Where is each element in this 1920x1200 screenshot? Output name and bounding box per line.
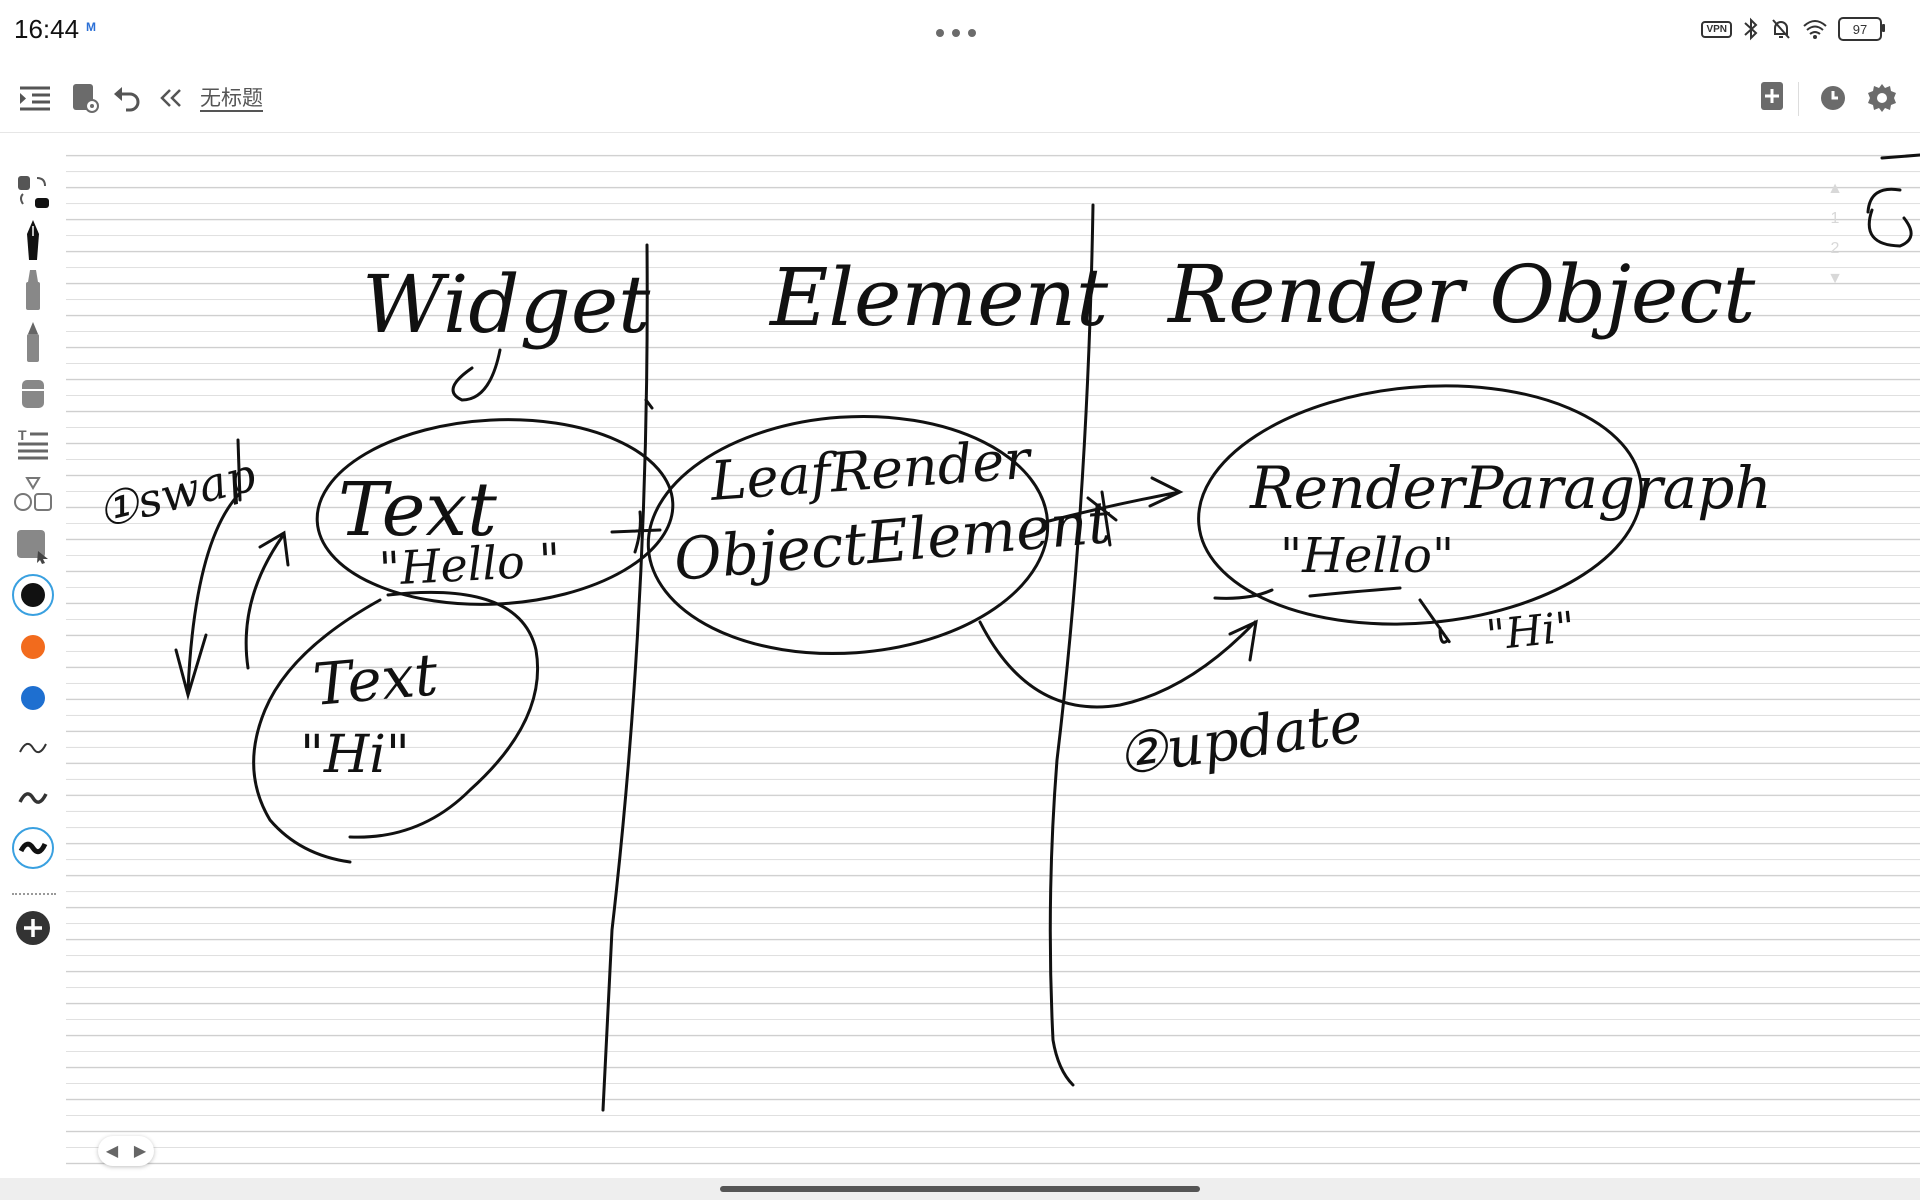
hi-1-label: "Hi" (300, 725, 410, 785)
rp-hi-hook (1418, 598, 1451, 644)
page-down-icon[interactable]: ▼ (1827, 270, 1843, 287)
history-icon[interactable] (1814, 70, 1852, 126)
heading-element: Element (768, 251, 1109, 344)
page-up-icon[interactable]: ▲ (1827, 180, 1843, 197)
undo-icon[interactable] (110, 70, 144, 126)
notebook-preview-icon[interactable] (68, 70, 102, 126)
outline-icon[interactable] (14, 70, 56, 126)
svg-text:T: T (18, 428, 27, 443)
settings-icon[interactable] (1862, 70, 1902, 126)
vpn-icon: VPN (1701, 20, 1732, 38)
divider-line-2 (1048, 203, 1095, 1087)
text-2-label: Text (310, 640, 441, 719)
sticky-mark (1866, 153, 1920, 248)
selected-color-ring (12, 574, 54, 616)
document-title[interactable]: 无标题 (200, 87, 263, 110)
text-1-label: Text (338, 467, 497, 553)
swap-arrow-up (244, 530, 290, 670)
more-options-dots-icon[interactable] (936, 24, 986, 37)
collapse-icon[interactable] (154, 70, 188, 126)
fountain-pen-icon[interactable] (10, 218, 56, 262)
add-tool-icon[interactable] (10, 906, 56, 950)
prev-page-icon[interactable]: ◀ (105, 1143, 119, 1160)
color-black[interactable] (10, 573, 56, 617)
update-arrow (978, 619, 1258, 709)
selected-stroke-ring (12, 827, 54, 869)
mail-notification-icon: M (86, 20, 96, 34)
render-paragraph-label: RenderParagraph (1249, 454, 1772, 522)
widget-hook (451, 348, 502, 402)
notebook-page[interactable] (66, 132, 1920, 1180)
rp-underline (1213, 586, 1402, 600)
update-label: ②update (1113, 690, 1367, 789)
swap-arrow-down (174, 491, 242, 701)
arrow-widget-element (610, 398, 662, 554)
color-orange[interactable] (10, 625, 56, 669)
pencil-icon[interactable] (10, 320, 56, 364)
text-tool-icon[interactable]: T (10, 422, 56, 466)
ellipse-render-paragraph (1197, 384, 1643, 626)
system-icons: VPN 97 (1701, 16, 1885, 42)
wifi-icon (1803, 20, 1827, 39)
eraser-icon[interactable] (10, 372, 56, 416)
add-page-icon[interactable] (1752, 70, 1792, 126)
mute-bell-icon (1772, 19, 1790, 39)
page-number-2: 2 (1830, 240, 1840, 257)
page-indicator[interactable]: ▲ 1 2 ▼ (1820, 168, 1850, 300)
color-swatch-orange (21, 635, 45, 659)
tool-sidebar: T (0, 160, 66, 960)
color-swatch-black (21, 583, 45, 607)
battery-icon: 97 (1838, 17, 1885, 41)
color-swatch-blue (21, 686, 45, 710)
home-indicator[interactable] (720, 1186, 1200, 1192)
hello-2-label: "Hello" (1280, 528, 1454, 584)
stroke-thin-icon[interactable] (10, 726, 56, 770)
next-page-icon[interactable]: ▶ (133, 1143, 147, 1160)
status-bar: 16:44 M VPN 97 (0, 0, 1920, 60)
bluetooth-icon (1744, 17, 1758, 41)
status-time: 16:44 (14, 14, 80, 44)
image-insert-icon[interactable] (10, 524, 56, 568)
hello-1-label: "Hello " (378, 533, 562, 596)
swap-tick (236, 438, 242, 502)
shapes-icon[interactable] (10, 472, 56, 516)
hi-2-label: "Hi" (1484, 602, 1577, 660)
page-nav-control[interactable]: ◀ ▶ (98, 1136, 154, 1166)
ellipse-text-hi (252, 590, 540, 864)
marker-icon[interactable] (10, 268, 56, 312)
page-number-1: 1 (1830, 210, 1840, 227)
toolbar-divider (1798, 82, 1799, 116)
sidebar-separator (12, 893, 56, 895)
divider-line-1 (601, 243, 649, 1112)
swap-label: ①swap (92, 447, 261, 538)
stroke-thick-icon[interactable] (10, 826, 56, 870)
heading-widget: Widget (362, 258, 651, 351)
color-blue[interactable] (10, 676, 56, 720)
stroke-medium-icon[interactable] (10, 776, 56, 820)
heading-render-object: Render Object (1166, 248, 1756, 341)
lasso-tool-icon[interactable] (10, 170, 56, 214)
arrow-element-render (1043, 476, 1184, 547)
